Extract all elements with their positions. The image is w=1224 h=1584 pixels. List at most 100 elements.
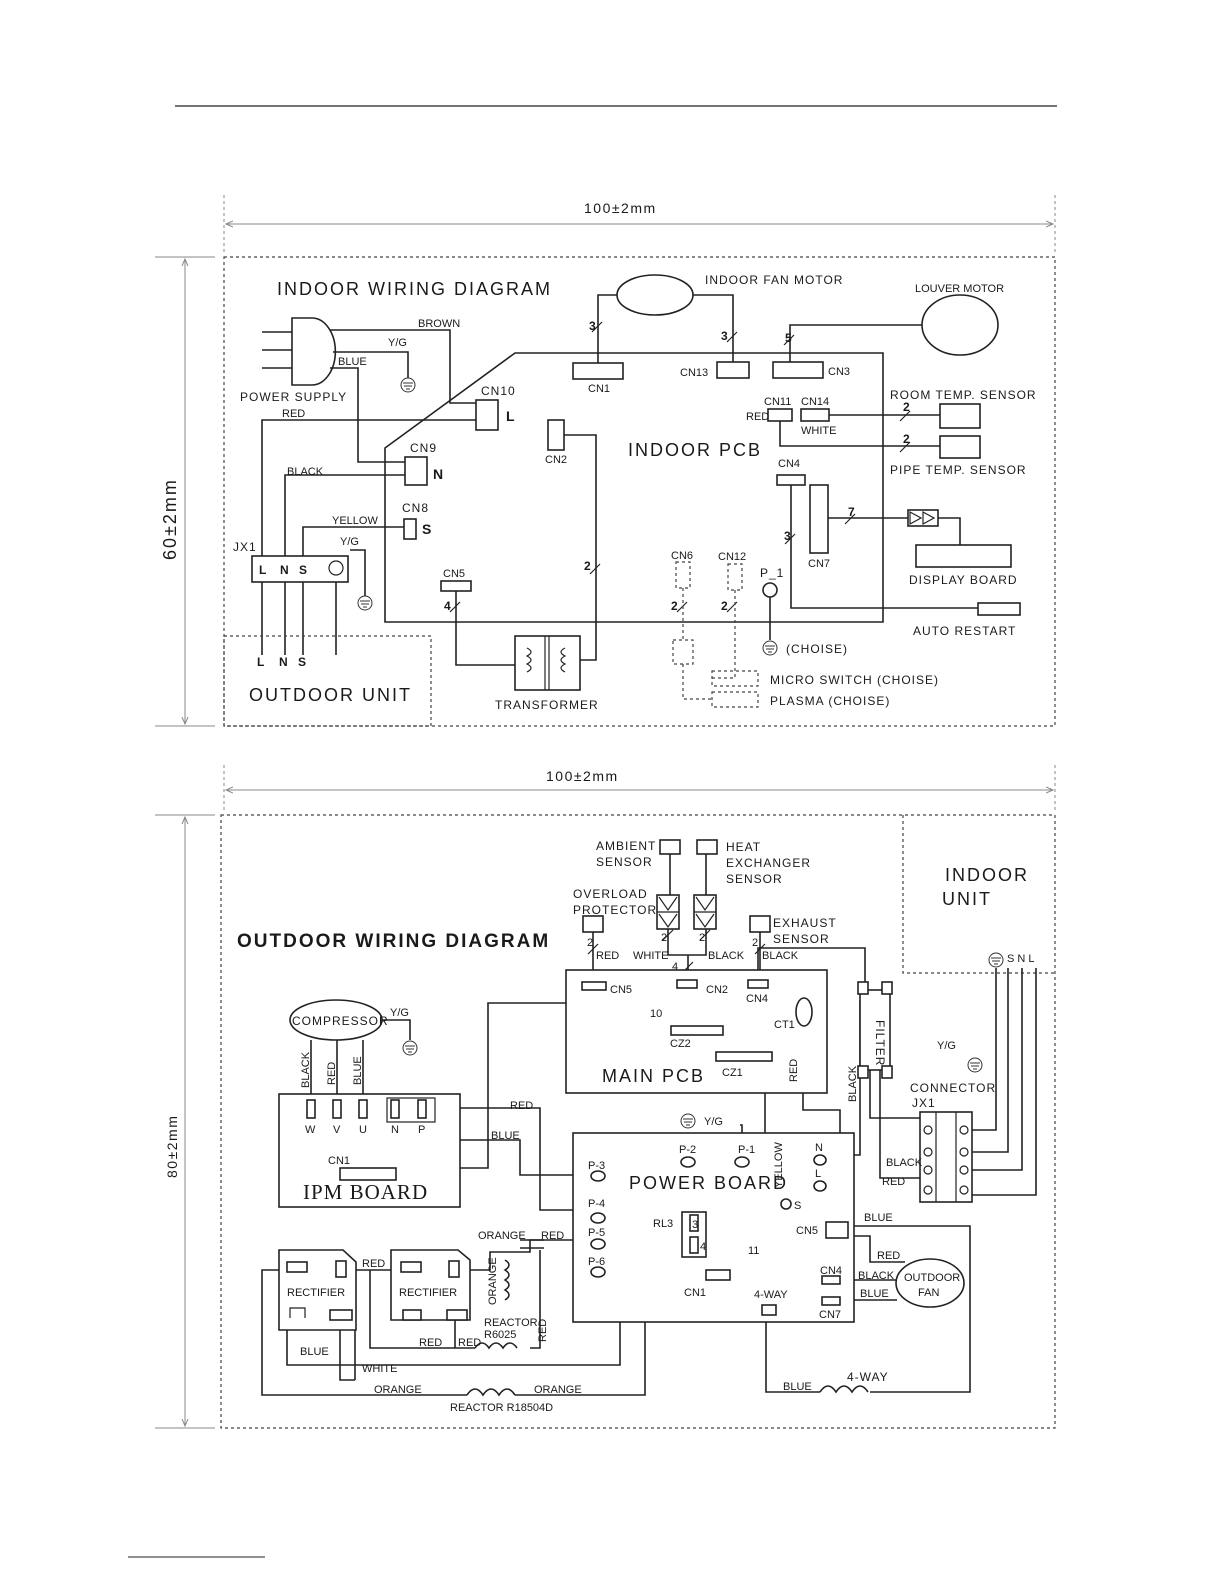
wire-yg-label: Y/G <box>340 536 359 548</box>
wire-red-label: RED <box>746 411 769 423</box>
cn12-connector <box>727 563 743 591</box>
wire-count: 4 <box>444 599 452 613</box>
rectifier-label: RECTIFIER <box>399 1287 457 1299</box>
louver-motor-label: LOUVER MOTOR <box>915 283 1004 295</box>
outdoor-labels: AMBIENT SENSOR HEAT EXCHANGER SENSOR OVE… <box>287 839 1035 1414</box>
wire-red-label: RED <box>882 1176 905 1188</box>
snl-label: S N L <box>1007 953 1035 965</box>
ipm-v-label: V <box>333 1124 341 1136</box>
transformer-symbol <box>514 635 581 691</box>
optional-device <box>672 639 694 665</box>
ground-icon <box>328 560 344 576</box>
indoor-width-dimension: 100±2mm <box>584 200 657 216</box>
wire-blue-label: BLUE <box>300 1346 329 1358</box>
wire-red-label: RED <box>458 1337 481 1349</box>
wire-black-label: BLACK <box>287 466 324 478</box>
jx1-label: JX1 <box>233 540 257 554</box>
ipm-n-label: N <box>391 1124 399 1136</box>
pb-cn1-connector <box>705 1269 731 1281</box>
cz2-label: CZ2 <box>670 1038 691 1050</box>
ipm-u-label: U <box>359 1124 367 1136</box>
wire-white-label: WHITE <box>362 1363 397 1375</box>
indoor-diagram: 100±2mm 60±2mm INDOOR WIRING DIAGRAM IND… <box>155 195 1056 727</box>
wire-red-label: RED <box>877 1250 900 1262</box>
wire-yg-label: Y/G <box>388 337 407 349</box>
ipm-terminals <box>306 1097 436 1123</box>
wire-count: 2 <box>587 937 593 949</box>
cn12-label: CN12 <box>718 551 746 563</box>
wire-red-label: RED <box>282 408 305 420</box>
outdoor-unit-label: OUTDOOR UNIT <box>249 685 412 705</box>
ipm-w-label: W <box>305 1124 316 1136</box>
cn2-label: CN2 <box>545 454 567 466</box>
wire-blue-label: BLUE <box>338 356 367 368</box>
choise-label: (CHOISE) <box>786 642 848 656</box>
wire-blue-label: BLUE <box>864 1212 893 1224</box>
wire-black-label: BLACK <box>847 1065 859 1102</box>
rectifier-label: RECTIFIER <box>287 1287 345 1299</box>
wire-blue-label: BLUE <box>860 1288 889 1300</box>
ipm-cn1-label: CN1 <box>328 1155 350 1167</box>
wire-count: 2 <box>699 932 705 944</box>
indoor-fan-motor <box>616 274 694 316</box>
pb-cn5-connector <box>825 1221 849 1239</box>
relay-pin-label: 3 <box>692 1219 698 1231</box>
cn6-connector <box>675 561 691 589</box>
wire-red-label: RED <box>596 950 619 962</box>
main-pcb-label: MAIN PCB <box>602 1066 705 1086</box>
heat-exchanger-sensor <box>696 839 718 855</box>
ambient-sensor-label: AMBIENT <box>596 839 656 853</box>
outdoor-s: S <box>298 655 307 669</box>
wire-count: 2 <box>661 932 667 944</box>
pipe-sensor-label: PIPE TEMP. SENSOR <box>890 463 1027 477</box>
wire-orange-label: ORANGE <box>534 1384 582 1396</box>
ambient-sensor-label: SENSOR <box>596 855 653 869</box>
outdoor-fan <box>895 1258 965 1308</box>
exhaust-label: SENSOR <box>773 932 830 946</box>
outdoor-diagram: 100±2mm 80±2mm INDOOR UNIT OUTDOOR WIRIN… <box>155 765 1056 1429</box>
pb-cn4-label: CN4 <box>820 1265 842 1277</box>
cn8-label: CN8 <box>402 501 429 515</box>
wire-count: 3 <box>589 319 597 333</box>
filter-label: FILTER <box>873 1020 887 1066</box>
cn3-connector <box>772 361 824 379</box>
pipe-temp-sensor <box>939 435 981 459</box>
reactor-label: REACTOR <box>484 1317 538 1329</box>
wire-count: 2 <box>752 937 758 949</box>
pb-cn4-connector <box>821 1275 841 1285</box>
indoor-unit-label: UNIT <box>942 889 992 909</box>
wire-orange-label: ORANGE <box>478 1230 526 1242</box>
jx1-s: S <box>299 563 308 577</box>
power-supply-label: POWER SUPPLY <box>240 390 347 404</box>
compressor <box>289 999 383 1041</box>
rectifier-1 <box>278 1249 357 1331</box>
overload-label: PROTECTOR <box>573 903 657 917</box>
wire-red-label: RED <box>362 1258 385 1270</box>
wire-blue-label: BLUE <box>352 1056 364 1085</box>
cn4-connector <box>747 979 769 989</box>
wire-count: 11 <box>748 1245 759 1257</box>
cn5-connector <box>440 580 472 592</box>
wire-red-label: RED <box>326 1062 338 1085</box>
outdoor-fan-label: OUTDOOR <box>904 1272 960 1284</box>
ct1-current-transformer <box>795 997 813 1027</box>
ambient-sensor <box>659 839 681 855</box>
outdoor-width-dimension: 100±2mm <box>546 768 619 784</box>
cn4-connector <box>776 474 806 486</box>
wire-orange-label: ORANGE <box>487 1257 499 1305</box>
indoor-height-dimension: 60±2mm <box>160 478 180 560</box>
p1-label: P-1 <box>738 1144 755 1156</box>
outdoor-l: L <box>257 655 265 669</box>
rectifier-2 <box>390 1249 471 1321</box>
s-terminal-label: S <box>422 521 433 537</box>
wire-blue-label: BLUE <box>491 1130 520 1142</box>
cz2-connector <box>670 1025 724 1036</box>
heat-exchanger-label: EXCHANGER <box>726 856 811 870</box>
overload-label: OVERLOAD <box>573 887 648 901</box>
exhaust-sensor <box>749 915 771 933</box>
pb-cn7-label: CN7 <box>819 1309 841 1321</box>
wire-brown-label: BROWN <box>418 318 460 330</box>
display-led-icon <box>907 509 939 527</box>
plasma-label: PLASMA (CHOISE) <box>770 694 890 708</box>
connector-label: CONNECTOR <box>910 1081 996 1095</box>
